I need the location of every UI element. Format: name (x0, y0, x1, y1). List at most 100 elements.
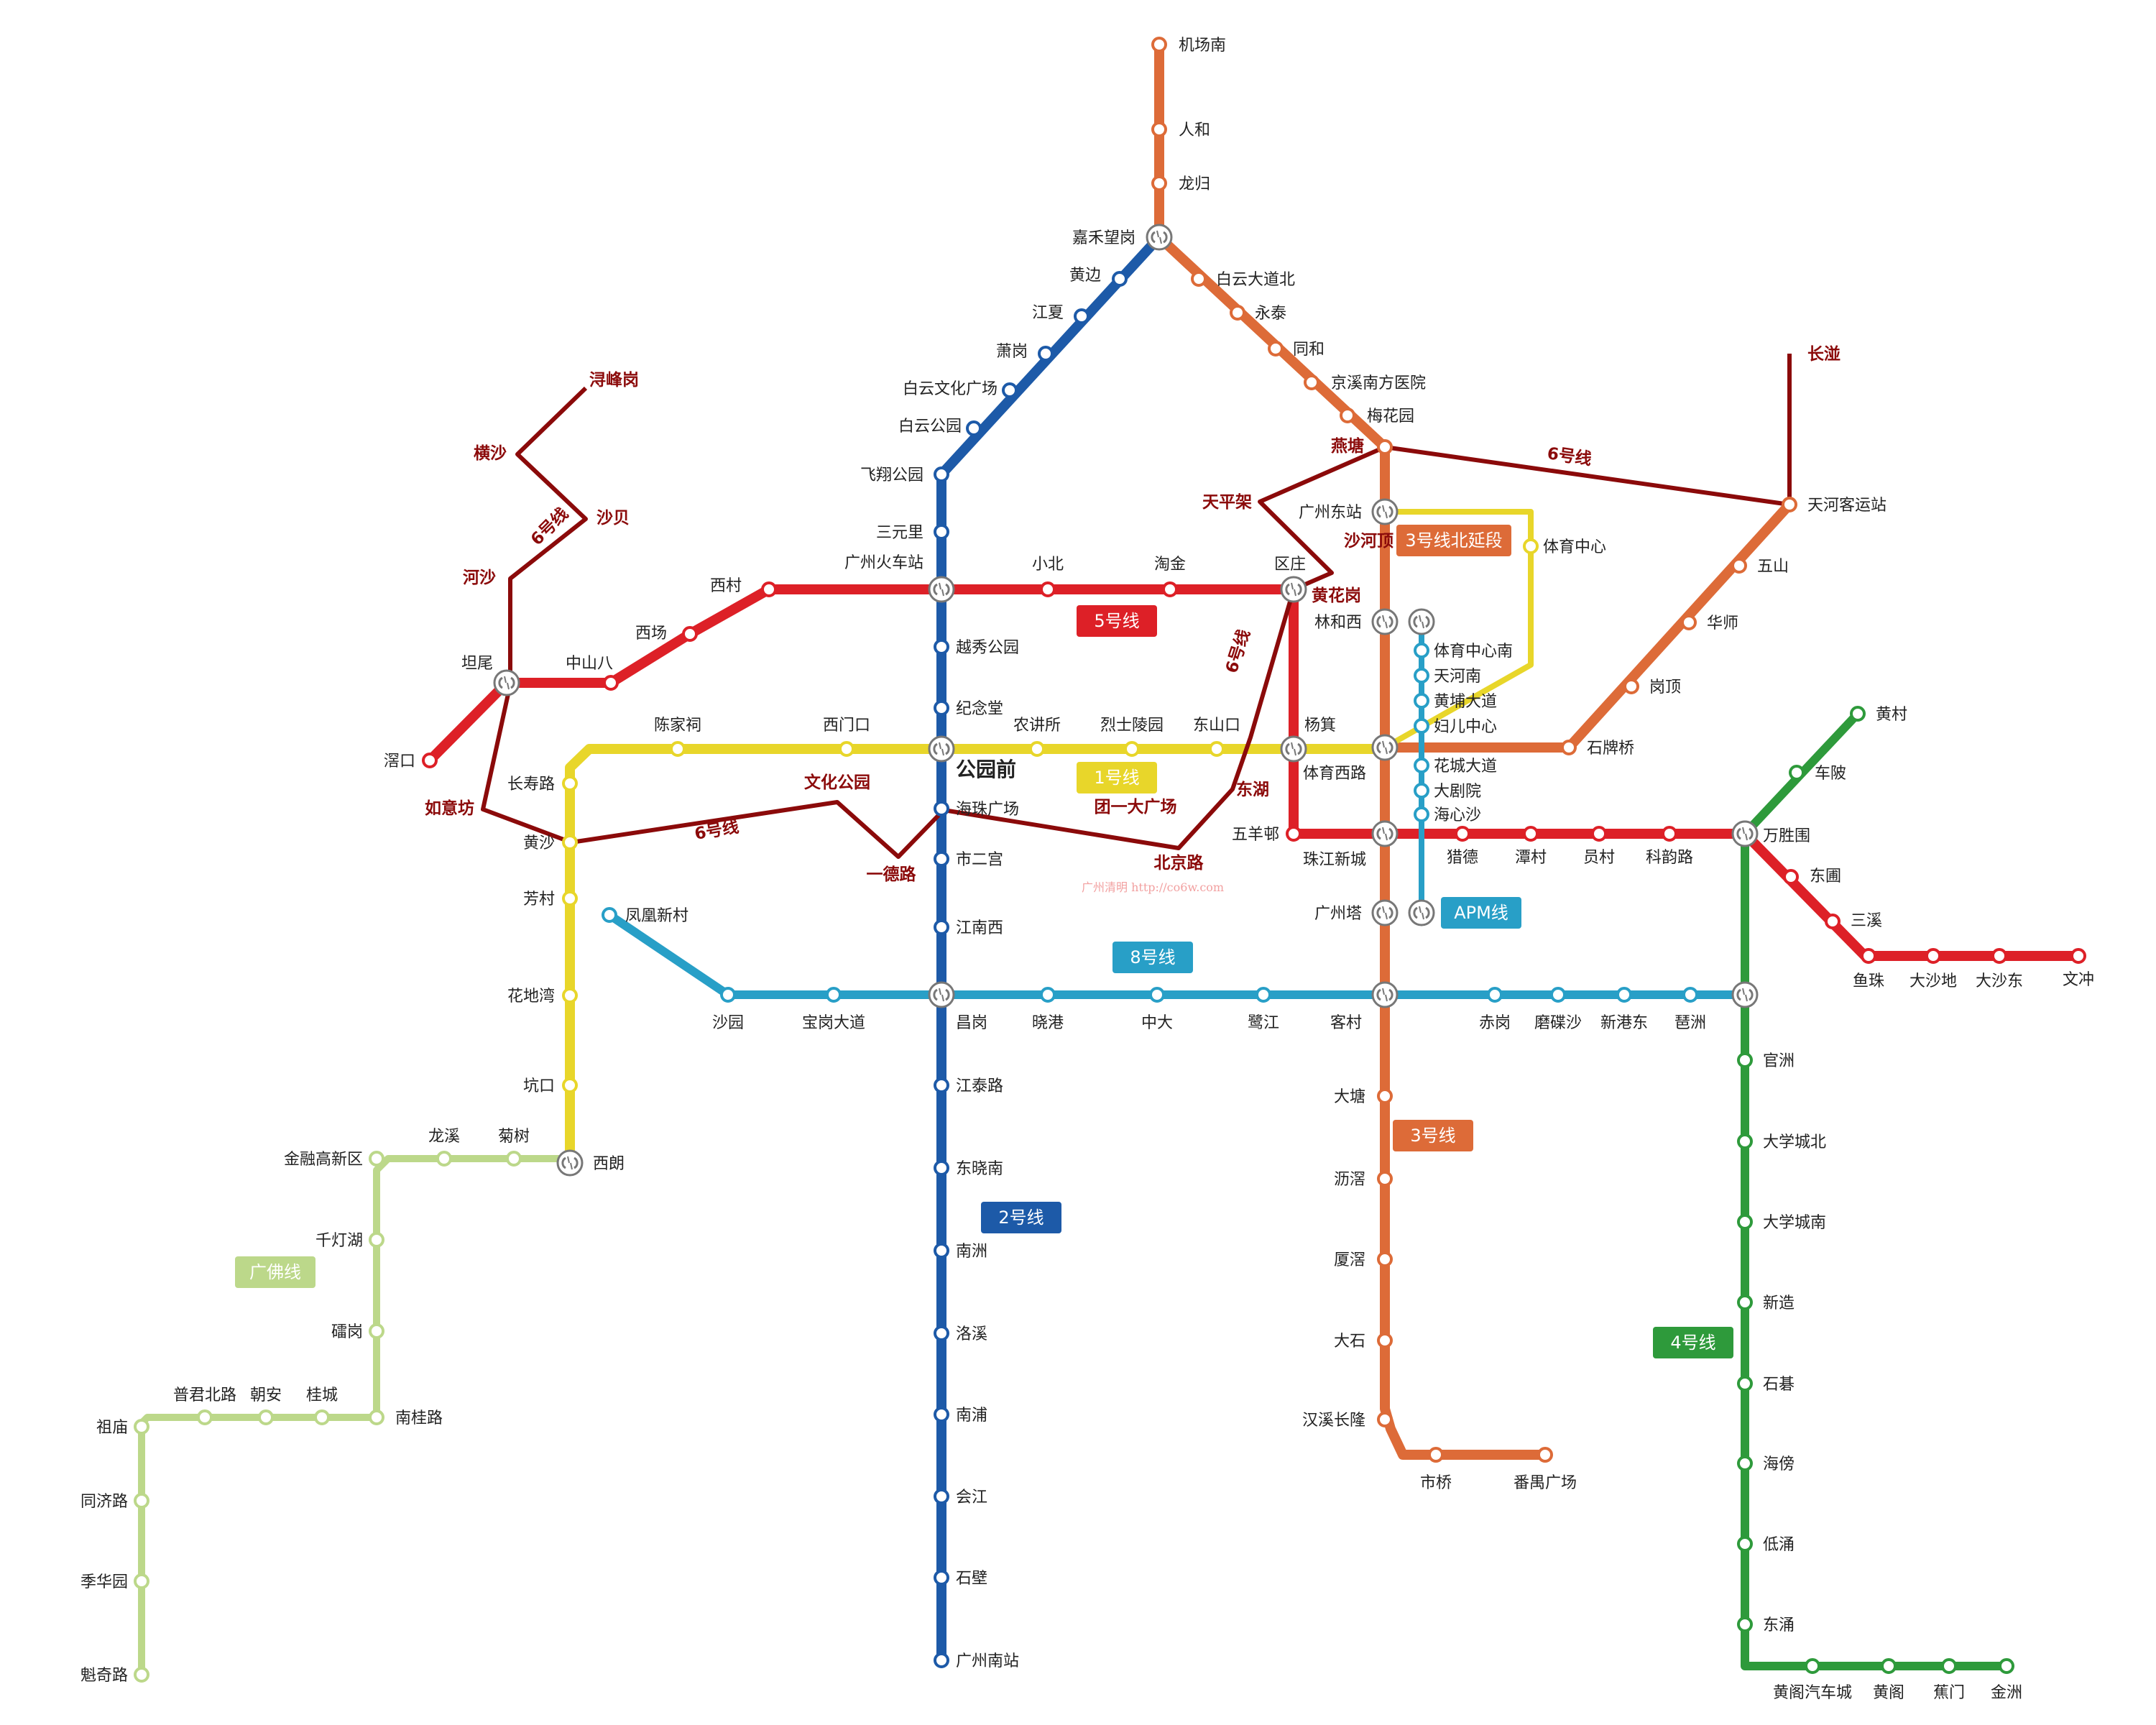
station-label-yuzhu[interactable]: 鱼珠 (1853, 972, 1884, 990)
station-dot[interactable] (197, 1409, 213, 1425)
station-dot[interactable] (1623, 678, 1639, 694)
station-dot[interactable] (369, 1409, 384, 1425)
station-dot[interactable] (1074, 308, 1089, 324)
station-dot[interactable] (2070, 948, 2086, 964)
station-dot[interactable] (1523, 538, 1539, 554)
station-label-sanxi[interactable]: 三溪 (1851, 912, 1882, 930)
station-label-longxi[interactable]: 龙溪 (428, 1128, 460, 1146)
station-dot[interactable] (134, 1573, 149, 1589)
station-label-shiqi[interactable]: 石碁 (1763, 1376, 1795, 1394)
station-dot[interactable] (934, 1325, 949, 1341)
station-dot[interactable] (934, 1652, 949, 1668)
station-label-jiangnanxi[interactable]: 江南西 (956, 919, 1003, 937)
station-dot[interactable] (1414, 718, 1429, 734)
station-label-yuexiugongyuan[interactable]: 越秀公园 (956, 639, 1019, 657)
station-label-gangding[interactable]: 岗顶 (1649, 678, 1681, 696)
station-label-shibi[interactable]: 石壁 (956, 1570, 987, 1588)
station-dot[interactable] (314, 1409, 330, 1425)
station-dot[interactable] (934, 801, 949, 816)
station-label-wuyangcun[interactable]: 五羊邨 (1232, 826, 1279, 844)
station-dot[interactable] (1151, 121, 1167, 137)
station-label-xiayao[interactable]: 厦滘 (1334, 1251, 1365, 1269)
station-dot[interactable] (934, 1160, 949, 1176)
station-label-kengkou[interactable]: 坑口 (523, 1077, 555, 1095)
station-dot[interactable] (1941, 1658, 1957, 1674)
station-label-wanshengwei[interactable]: 万胜围 (1763, 827, 1810, 845)
station-label-huijiang[interactable]: 会江 (956, 1489, 987, 1506)
station-dot[interactable] (1191, 271, 1207, 287)
station-label-yantang[interactable]: 燕塘 (1331, 436, 1364, 456)
station-label-wenchong[interactable]: 文冲 (2063, 971, 2094, 989)
station-dot[interactable] (670, 741, 686, 757)
station-dot[interactable] (1209, 741, 1225, 757)
station-dot[interactable] (1040, 987, 1056, 1003)
station-label-zumiao[interactable]: 祖庙 (96, 1419, 128, 1437)
station-dot[interactable] (934, 919, 949, 935)
station-dot[interactable] (562, 1077, 578, 1093)
station-dot[interactable] (1789, 765, 1805, 781)
station-dot[interactable] (1523, 826, 1539, 842)
station-dot[interactable] (1151, 37, 1167, 52)
station-label-haizhuguangchang[interactable]: 海珠广场 (956, 801, 1019, 819)
station-dot[interactable] (934, 1077, 949, 1093)
station-label-haibang[interactable]: 海傍 (1763, 1455, 1795, 1473)
station-dot[interactable] (506, 1151, 522, 1167)
station-dot[interactable] (1124, 741, 1140, 757)
interchange-icon[interactable] (493, 669, 520, 696)
station-dot[interactable] (1737, 1455, 1753, 1471)
station-dot[interactable] (1428, 1447, 1444, 1463)
station-dot[interactable] (966, 420, 982, 436)
station-dot[interactable] (934, 1407, 949, 1422)
station-dot[interactable] (1737, 1294, 1753, 1310)
station-label-shabei[interactable]: 沙贝 (596, 509, 630, 528)
station-label-tianpingjia[interactable]: 天平架 (1202, 493, 1252, 512)
station-dot[interactable] (562, 988, 578, 1003)
station-label-tancun[interactable]: 潭村 (1515, 849, 1547, 867)
station-label-pujunbeilu[interactable]: 普君北路 (173, 1386, 236, 1404)
station-dot[interactable] (1414, 806, 1429, 822)
station-dot[interactable] (258, 1409, 274, 1425)
station-dot[interactable] (934, 524, 949, 540)
station-dot[interactable] (562, 776, 578, 791)
station-dot[interactable] (1881, 1658, 1897, 1674)
station-label-huangge[interactable]: 黄阁 (1873, 1684, 1904, 1702)
station-dot[interactable] (934, 1489, 949, 1504)
station-dot[interactable] (422, 753, 438, 768)
station-dot[interactable] (1151, 175, 1167, 191)
station-label-jichangnan[interactable]: 机场南 (1179, 37, 1226, 55)
station-dot[interactable] (1561, 740, 1577, 755)
station-dot[interactable] (1414, 758, 1429, 773)
interchange-icon[interactable] (1371, 899, 1399, 926)
station-label-fangcun[interactable]: 芳村 (523, 891, 555, 908)
station-dot[interactable] (1162, 581, 1178, 597)
station-dot[interactable] (1591, 826, 1607, 842)
station-label-jihuayuan[interactable]: 季华园 (80, 1573, 128, 1591)
station-label-taojin[interactable]: 淘金 (1154, 556, 1186, 574)
station-label-huanghuagang[interactable]: 黄花岗 (1312, 586, 1361, 605)
station-label-zhujiangxincheng[interactable]: 珠江新城 (1303, 851, 1366, 869)
station-dot[interactable] (1455, 826, 1470, 842)
station-label-xiaogang[interactable]: 萧岗 (996, 343, 1028, 361)
station-dot[interactable] (1256, 987, 1271, 1003)
station-label-meihuayuan[interactable]: 梅花园 (1367, 408, 1414, 426)
station-label-chigang[interactable]: 赤岗 (1479, 1014, 1511, 1032)
station-label-luoxi[interactable]: 洛溪 (956, 1325, 987, 1343)
station-label-xinzao[interactable]: 新造 (1763, 1294, 1795, 1312)
station-label-shayuan[interactable]: 沙园 (712, 1014, 744, 1032)
station-dot[interactable] (134, 1493, 149, 1509)
station-label-lieshilingyuan[interactable]: 烈士陵园 (1100, 717, 1164, 735)
station-dot[interactable] (1149, 987, 1165, 1003)
interchange-icon[interactable] (1146, 224, 1173, 251)
station-label-ruyifang[interactable]: 如意坊 (425, 799, 474, 818)
station-label-hengsha[interactable]: 横沙 (474, 444, 507, 463)
interchange-icon[interactable] (928, 735, 955, 763)
station-label-haixinsha[interactable]: 海心沙 (1434, 806, 1481, 824)
station-dot[interactable] (1040, 581, 1056, 597)
station-dot[interactable] (1029, 741, 1045, 757)
station-dot[interactable] (1414, 643, 1429, 658)
station-label-tianhekeyun[interactable]: 天河客运站 (1807, 497, 1886, 515)
station-label-hesha[interactable]: 河沙 (463, 569, 496, 587)
station-dot[interactable] (1377, 439, 1393, 455)
station-dot[interactable] (1377, 1333, 1393, 1348)
station-dot[interactable] (1662, 826, 1677, 842)
